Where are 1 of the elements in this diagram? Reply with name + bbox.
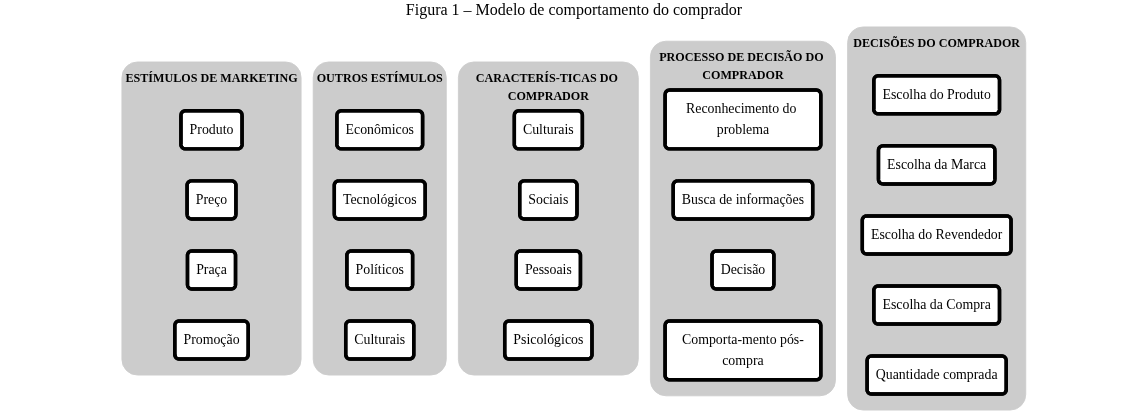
- figure-title: Figura 1 – Modelo de comportamento do comprador: [404, 0, 744, 20]
